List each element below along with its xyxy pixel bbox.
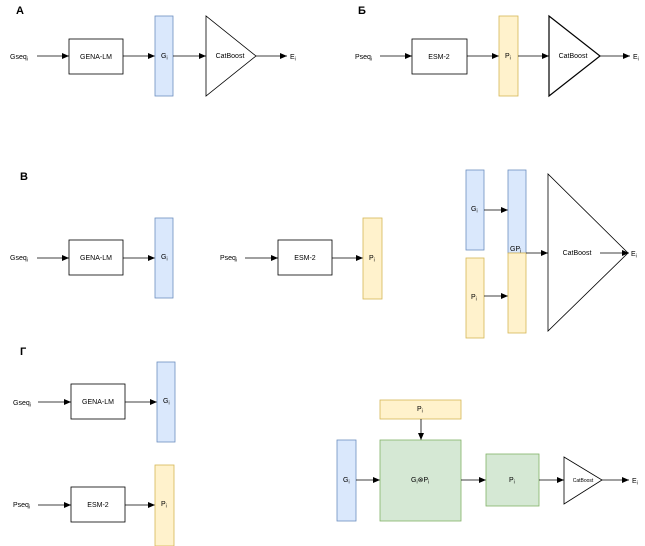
panel-c-esm2-box — [277, 239, 333, 276]
panel-d-protein-embedding — [154, 464, 175, 546]
panel-c-letter: В — [20, 171, 28, 183]
panel-a-embedding-label: Gi — [161, 53, 168, 62]
panel-b-catboost-triangle — [548, 14, 601, 98]
panel-a-catboost-triangle — [205, 15, 257, 97]
panel-c-esm2-label: ESM-2 — [294, 255, 316, 262]
panel-d-catboost-triangle — [563, 456, 603, 505]
panel-c-dna-embedding — [154, 217, 174, 299]
panel-c-catboost-label: CatBoost — [563, 250, 592, 257]
panel-d-top-input-label: Pi — [417, 406, 423, 415]
panel-b-catboost-label: CatBoost — [559, 53, 588, 60]
panel-d-catboost-label: CatBoost — [573, 478, 594, 484]
panel-c-concat-vector-dna-part — [507, 169, 527, 254]
panel-d-protein-embedding-label: Pi — [161, 501, 167, 510]
panel-c-gena-lm-box — [68, 239, 124, 276]
panel-c-concat-dna-label: Gi — [471, 206, 478, 215]
panel-d-esm2-box — [70, 486, 126, 523]
panel-c-dna-embedding-label: Gi — [161, 254, 168, 263]
panel-b-output-label: Ei — [633, 54, 639, 63]
panel-d-letter: Г — [20, 346, 27, 358]
panel-c-gena-lm-label: GENA-LM — [80, 255, 112, 262]
panel-c-concat-protein-input — [465, 257, 485, 339]
panel-a-gena-lm-box — [68, 38, 124, 75]
panel-d: Г Gseqi GENA-LM Gi Pseqi ESM-2 Pi Pi Gi … — [13, 346, 638, 546]
panel-d-gena-lm-label: GENA-LM — [82, 399, 114, 406]
panel-c-protein-embedding — [362, 217, 383, 300]
panel-d-side-dna-input — [336, 439, 357, 522]
panel-c-protein-embedding-label: Pi — [369, 255, 375, 264]
panel-d-esm2-label: ESM-2 — [87, 502, 109, 509]
panel-b-embedding-label: Pi — [505, 53, 511, 62]
panel-a-gena-lm-label: GENA-LM — [80, 54, 112, 61]
panel-c-dna-input-label: Gseqi — [10, 255, 28, 264]
panel-c-concat-protein-label: Pi — [471, 294, 477, 303]
panel-a-input-label: Gseqi — [10, 54, 28, 63]
panel-a-catboost-label: CatBoost — [216, 53, 245, 60]
panel-c-concat-label: GPi — [510, 246, 521, 255]
panel-d-projection-label: Pi — [509, 477, 515, 486]
panel-d-dna-embedding — [156, 361, 176, 443]
panel-a-output-label: Ei — [290, 54, 296, 63]
panel-d-projection-block — [485, 453, 540, 507]
panel-d-dna-embedding-label: Gi — [163, 398, 170, 407]
panel-d-gena-lm-box — [70, 383, 126, 420]
panel-d-output-label: Ei — [632, 478, 638, 487]
panel-b-input-label: Pseqi — [355, 54, 372, 63]
panel-d-outer-product-matrix — [379, 439, 462, 522]
panel-d-side-input-label: Gi — [343, 477, 350, 486]
panel-c: В Gseqi GENA-LM Gi Pseqi ESM-2 Pi Gi Pi … — [10, 169, 637, 339]
panel-d-dna-input-label: Gseqi — [13, 400, 31, 409]
panel-a-letter: А — [16, 5, 24, 17]
panel-b-esm2-box — [411, 38, 468, 75]
panel-d-protein-input-label: Pseqi — [13, 502, 30, 511]
panel-a: А Gseqi GENA-LM Gi CatBoost Ei — [10, 5, 296, 97]
panel-b-esm2-label: ESM-2 — [428, 54, 450, 61]
panel-d-top-protein-input — [379, 399, 462, 420]
panel-d-product-label: Gi⊗Pi — [411, 477, 429, 486]
panel-c-protein-input-label: Pseqi — [220, 255, 237, 264]
panel-c-output-label: Ei — [631, 251, 637, 260]
panel-b-letter: Б — [358, 5, 366, 17]
panel-c-concat-vector-protein-part — [507, 252, 527, 334]
panel-b: Б Pseqi ESM-2 Pi CatBoost Ei — [355, 5, 639, 98]
panel-c-catboost-triangle — [547, 173, 629, 332]
